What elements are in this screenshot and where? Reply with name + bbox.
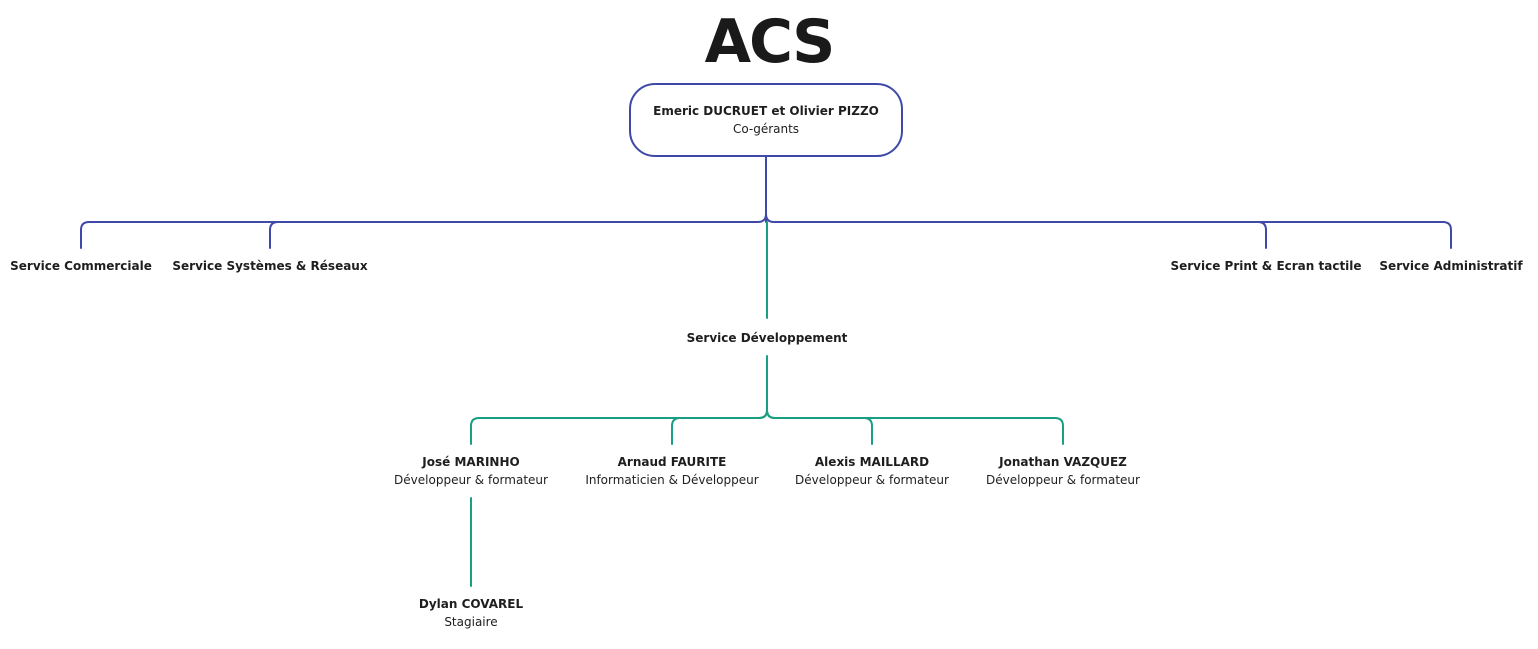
service-node-print-ecran[interactable]: Service Print & Ecran tactile bbox=[1170, 257, 1361, 275]
member-node-marinho[interactable]: José MARINHO Développeur & formateur bbox=[394, 453, 548, 489]
connector-service-print-drop bbox=[1257, 221, 1267, 249]
member-name: Jonathan VAZQUEZ bbox=[999, 455, 1127, 469]
service-name: Service Développement bbox=[686, 331, 848, 345]
service-name: Service Administratif bbox=[1379, 259, 1523, 273]
root-role: Co-gérants bbox=[732, 122, 800, 136]
member-name: José MARINHO bbox=[422, 455, 520, 469]
intern-name: Dylan COVAREL bbox=[418, 597, 524, 611]
service-node-administratif[interactable]: Service Administratif bbox=[1379, 257, 1522, 275]
member-role: Informaticien & Développeur bbox=[585, 473, 759, 487]
member-role: Développeur & formateur bbox=[394, 473, 548, 487]
member-role: Développeur & formateur bbox=[986, 473, 1140, 487]
service-name: Service Systèmes & Réseaux bbox=[172, 259, 368, 273]
root-name: Emeric DUCRUET et Olivier PIZZO bbox=[653, 104, 879, 118]
connector-development-trunk bbox=[470, 355, 768, 445]
root-node[interactable]: Emeric DUCRUET et Olivier PIZZO Co-géran… bbox=[629, 83, 903, 157]
connector-service-print bbox=[765, 213, 1452, 249]
member-node-maillard[interactable]: Alexis MAILLARD Développeur & formateur bbox=[795, 453, 949, 489]
intern-role: Stagiaire bbox=[444, 615, 498, 629]
connector-member-faurite bbox=[671, 409, 768, 445]
connector-service-systemes bbox=[269, 221, 279, 249]
connector-service-commerciale bbox=[80, 213, 767, 249]
service-node-commerciale[interactable]: Service Commerciale bbox=[10, 257, 152, 275]
service-name: Service Commerciale bbox=[10, 259, 152, 273]
service-node-developpement[interactable]: Service Développement bbox=[687, 329, 848, 347]
connector-member-maillard bbox=[766, 409, 873, 445]
intern-node-covarel[interactable]: Dylan COVAREL Stagiaire bbox=[419, 595, 523, 631]
member-name: Arnaud FAURITE bbox=[617, 455, 727, 469]
service-name: Service Print & Ecran tactile bbox=[1170, 259, 1362, 273]
member-role: Développeur & formateur bbox=[795, 473, 949, 487]
member-node-vazquez[interactable]: Jonathan VAZQUEZ Développeur & formateur bbox=[986, 453, 1140, 489]
member-name: Alexis MAILLARD bbox=[814, 455, 930, 469]
member-node-faurite[interactable]: Arnaud FAURITE Informaticien & Développe… bbox=[585, 453, 758, 489]
service-node-systemes-reseaux[interactable]: Service Systèmes & Réseaux bbox=[172, 257, 367, 275]
connector-member-vazquez bbox=[766, 409, 1064, 445]
company-logo-title: ACS bbox=[704, 7, 836, 77]
